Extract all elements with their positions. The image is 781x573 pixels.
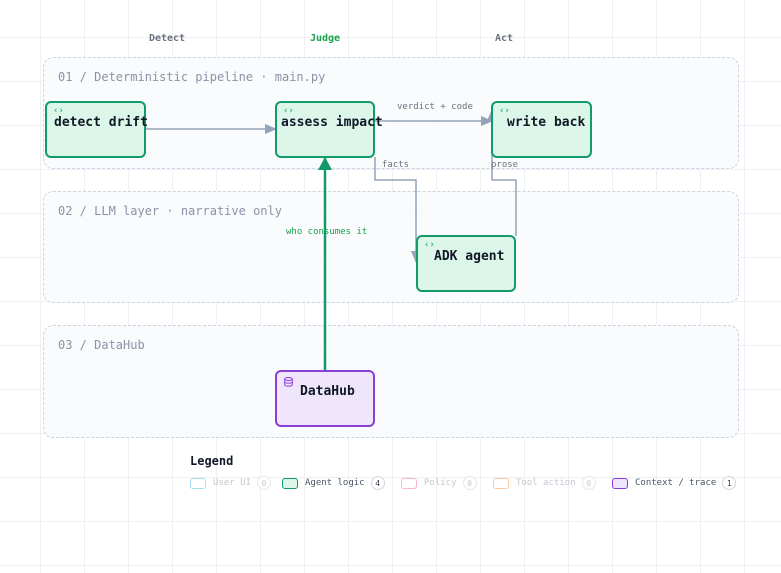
legend-item-user-ui[interactable]: User UI 0: [190, 476, 271, 490]
node-write-back-label: write back: [507, 115, 586, 130]
code-brackets-icon: ‹›: [53, 106, 64, 116]
code-brackets-icon: ‹›: [499, 106, 510, 116]
column-header-act: Act: [494, 33, 514, 44]
lane-datahub-title: 03 / DataHub: [58, 338, 145, 352]
code-brackets-icon: ‹›: [283, 106, 294, 116]
legend-count-context-trace: 1: [722, 476, 737, 490]
legend-label-tool-action: Tool action: [516, 478, 576, 488]
legend-item-context-trace[interactable]: Context / trace 1: [612, 476, 737, 490]
node-detect-drift-label: detect drift: [54, 115, 148, 130]
legend-label-agent-logic: Agent logic: [305, 478, 365, 488]
legend-item-agent-logic[interactable]: Agent logic 4: [282, 476, 385, 490]
lane-pipeline: 01 / Deterministic pipeline · main.py: [43, 57, 739, 169]
edge-label-verdict: verdict + code: [397, 102, 473, 112]
node-datahub-label: DataHub: [300, 384, 355, 399]
edge-label-facts: facts: [382, 160, 410, 170]
legend-label-policy: Policy: [424, 478, 457, 488]
database-icon: [284, 377, 293, 390]
legend-swatch-context-trace: [612, 477, 628, 489]
legend-title: Legend: [190, 454, 234, 468]
lane-pipeline-title: 01 / Deterministic pipeline · main.py: [58, 70, 326, 84]
legend-swatch-agent-logic: [282, 477, 298, 489]
legend-swatch-policy: [401, 477, 417, 489]
lane-datahub: 03 / DataHub: [43, 325, 739, 438]
lane-llm-title: 02 / LLM layer · narrative only: [58, 204, 282, 218]
legend-count-agent-logic: 4: [370, 476, 385, 490]
lane-llm: 02 / LLM layer · narrative only: [43, 191, 739, 303]
legend-swatch-tool-action: [493, 477, 509, 489]
legend-swatch-user-ui: [190, 477, 206, 489]
edge-assess-to-agent: [374, 157, 421, 263]
column-header-judge: Judge: [309, 33, 341, 44]
edge-label-consumes: who consumes it: [286, 227, 368, 237]
legend-item-tool-action[interactable]: Tool action 0: [493, 476, 596, 490]
node-datahub[interactable]: DataHub: [275, 370, 375, 427]
node-assess-impact[interactable]: ‹› assess impact: [275, 101, 383, 158]
node-write-back[interactable]: ‹› write back: [491, 101, 592, 158]
legend-count-tool-action: 0: [581, 476, 596, 490]
node-assess-impact-label: assess impact: [281, 115, 383, 130]
node-detect-drift[interactable]: ‹› detect drift: [45, 101, 148, 158]
edge-label-prose: prose: [491, 160, 519, 170]
column-header-detect: Detect: [148, 33, 186, 44]
legend-count-user-ui: 0: [256, 476, 271, 490]
legend-count-policy: 0: [462, 476, 477, 490]
node-adk-agent-label: ADK agent: [434, 249, 505, 264]
legend-label-user-ui: User UI: [213, 478, 251, 488]
node-adk-agent[interactable]: ‹› ADK agent: [416, 235, 516, 292]
legend-item-policy[interactable]: Policy 0: [401, 476, 477, 490]
code-brackets-icon: ‹›: [424, 240, 435, 250]
legend-label-context-trace: Context / trace: [635, 478, 717, 488]
